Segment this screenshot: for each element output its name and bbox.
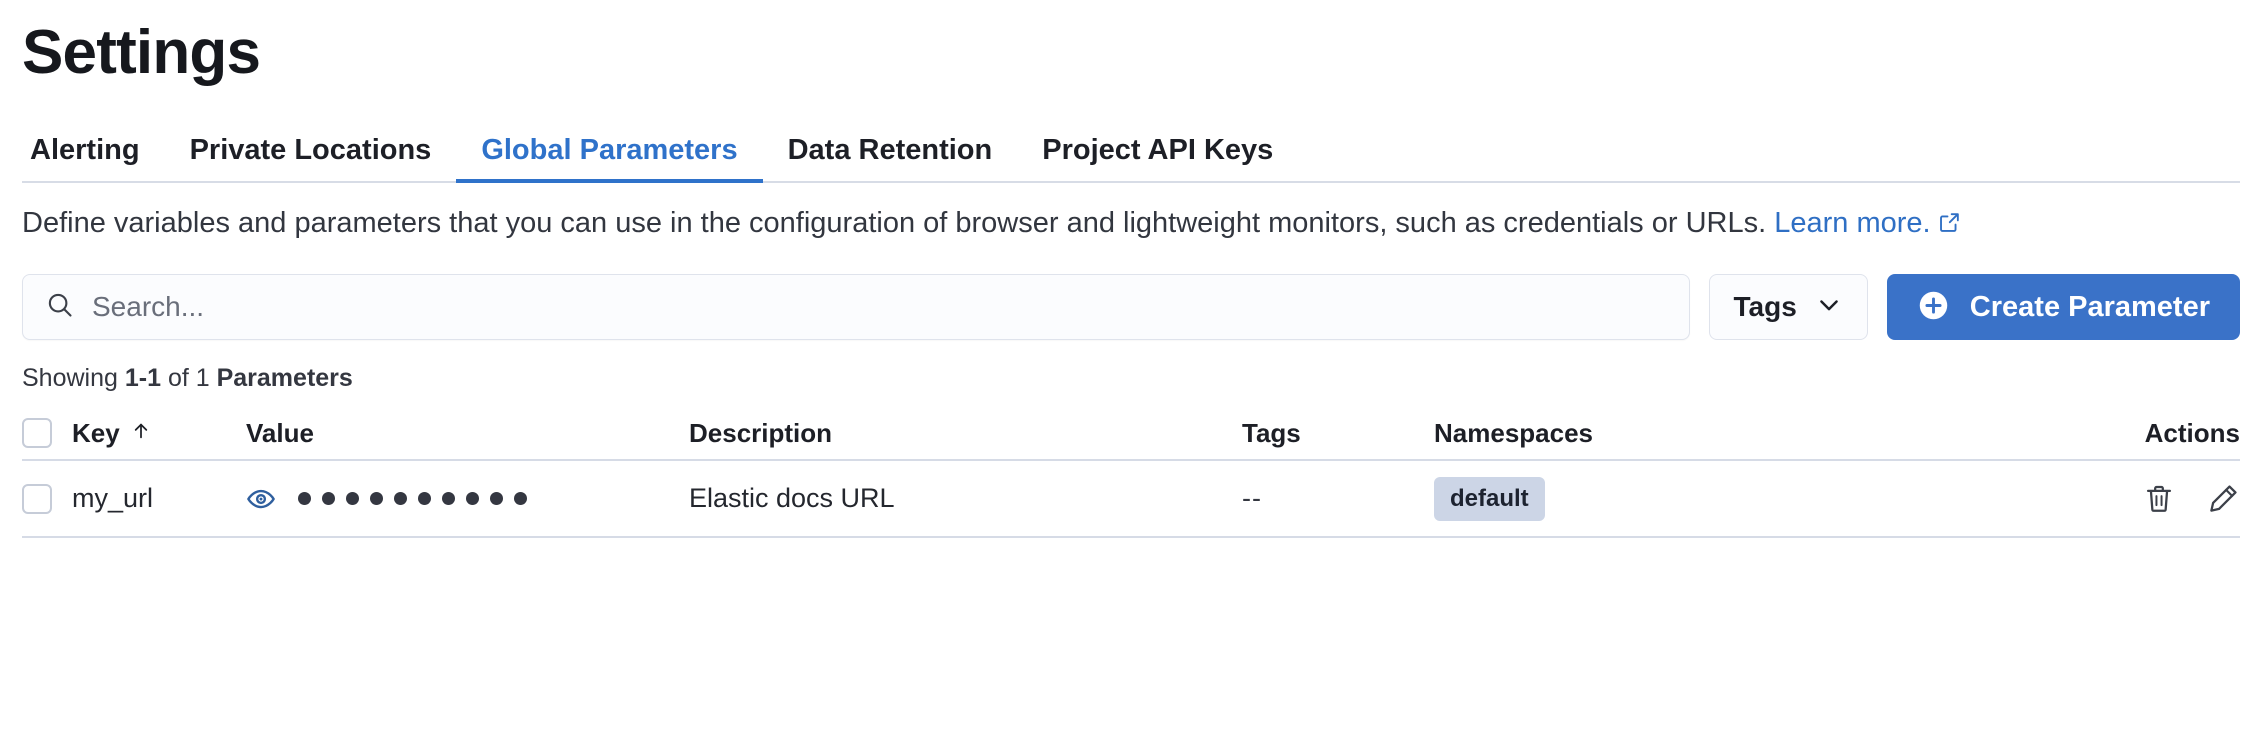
mask-dot xyxy=(490,492,503,506)
search-input[interactable]: Search... xyxy=(92,291,205,323)
trash-icon[interactable] xyxy=(2142,482,2176,516)
column-header-label: Key xyxy=(72,417,120,448)
plus-circle-icon xyxy=(1917,289,1950,325)
cell-key: my_url xyxy=(72,483,154,514)
mask-dot xyxy=(418,492,431,506)
table-row[interactable]: my_url xyxy=(22,461,2240,539)
tab-label: Global Parameters xyxy=(481,134,738,167)
column-header-label: Actions xyxy=(2144,417,2240,448)
mask-dot xyxy=(466,492,479,506)
column-header-label: Tags xyxy=(1242,417,1301,448)
settings-tabs: Alerting Private Locations Global Parame… xyxy=(22,119,2240,184)
row-select-checkbox[interactable] xyxy=(22,483,52,514)
mask-dot xyxy=(298,492,311,506)
create-parameter-button[interactable]: Create Parameter xyxy=(1886,274,2240,341)
tab-alerting[interactable]: Alerting xyxy=(22,136,165,181)
cell-value xyxy=(246,484,689,514)
column-header-value[interactable]: Value xyxy=(246,418,689,449)
mask-dot xyxy=(322,492,335,506)
tab-data-retention[interactable]: Data Retention xyxy=(763,136,1018,181)
mask-dot xyxy=(442,492,455,506)
tab-label: Alerting xyxy=(30,134,140,167)
cell-namespaces: default xyxy=(1434,476,2080,521)
toolbar: Search... Tags Create Parameter xyxy=(22,274,2240,341)
column-header-key[interactable]: Key xyxy=(72,418,246,449)
tab-global-parameters[interactable]: Global Parameters xyxy=(456,134,763,184)
results-prefix: Showing xyxy=(22,364,125,393)
arrow-up-icon xyxy=(130,418,152,449)
tags-filter-label: Tags xyxy=(1733,291,1797,323)
tab-label: Private Locations xyxy=(189,134,432,167)
tab-label: Project API Keys xyxy=(1042,134,1274,167)
chevron-down-icon xyxy=(1815,291,1843,324)
results-middle: of 1 xyxy=(161,364,217,393)
mask-dot xyxy=(394,492,407,506)
row-select-cell xyxy=(22,483,72,514)
parameters-table: Key Value Description Tags Namespaces xyxy=(22,407,2240,539)
create-parameter-label: Create Parameter xyxy=(1969,290,2210,323)
table-header-row: Key Value Description Tags Namespaces xyxy=(22,407,2240,462)
column-header-tags[interactable]: Tags xyxy=(1242,418,1434,449)
results-entity: Parameters xyxy=(216,364,353,393)
search-box[interactable]: Search... xyxy=(22,274,1690,341)
learn-more-link[interactable]: Learn more. xyxy=(1774,207,1931,240)
cell-actions xyxy=(2080,482,2240,516)
cell-tags: -- xyxy=(1242,483,1262,514)
tab-project-api-keys[interactable]: Project API Keys xyxy=(1017,136,1298,181)
page-description: Define variables and parameters that you… xyxy=(22,207,2240,243)
column-header-namespaces[interactable]: Namespaces xyxy=(1434,418,2080,449)
external-link-icon xyxy=(1938,209,1961,243)
tab-private-locations[interactable]: Private Locations xyxy=(165,136,457,181)
eye-icon[interactable] xyxy=(246,484,276,514)
results-count: Showing 1-1 of 1 Parameters xyxy=(22,364,2240,393)
cell-description: Elastic docs URL xyxy=(689,483,895,514)
description-text: Define variables and parameters that you… xyxy=(22,207,1767,240)
mask-dot xyxy=(370,492,383,506)
column-header-actions: Actions xyxy=(2080,418,2240,449)
tags-filter-dropdown[interactable]: Tags xyxy=(1708,274,1868,341)
tab-label: Data Retention xyxy=(787,134,993,167)
column-header-label: Value xyxy=(246,417,314,448)
namespace-badge: default xyxy=(1434,476,1545,521)
results-range: 1-1 xyxy=(124,364,161,393)
column-header-label: Namespaces xyxy=(1434,417,1593,448)
select-all-checkbox[interactable] xyxy=(22,418,52,449)
column-header-label: Description xyxy=(689,417,833,448)
pencil-icon[interactable] xyxy=(2206,482,2240,516)
page-title: Settings xyxy=(22,18,261,87)
mask-dot xyxy=(346,492,359,506)
select-all-cell xyxy=(22,418,72,449)
masked-value xyxy=(298,492,527,506)
mask-dot xyxy=(514,492,527,506)
column-header-description[interactable]: Description xyxy=(689,418,1242,449)
search-icon xyxy=(45,290,75,325)
